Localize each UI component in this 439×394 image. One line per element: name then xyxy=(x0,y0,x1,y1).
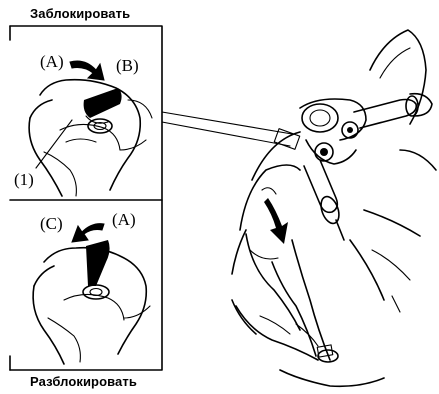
steering-arrow-icon xyxy=(264,198,288,244)
leader-lines xyxy=(162,112,300,149)
rotate-left-arrow-icon xyxy=(72,224,104,242)
label-1: (1) xyxy=(14,170,34,190)
unlock-panel-illustration xyxy=(33,224,150,364)
rotate-right-arrow-icon xyxy=(70,61,104,80)
lock-heading: Заблокировать xyxy=(30,6,130,21)
unlock-heading: Разблокировать xyxy=(30,374,137,389)
label-c-bottom: (C) xyxy=(40,214,63,234)
label-a-top: (A) xyxy=(40,52,64,72)
label-a-bottom: (A) xyxy=(112,210,136,230)
motorcycle-illustration xyxy=(232,30,436,386)
label-b-top: (B) xyxy=(116,56,139,76)
lock-panel-illustration xyxy=(29,61,152,196)
